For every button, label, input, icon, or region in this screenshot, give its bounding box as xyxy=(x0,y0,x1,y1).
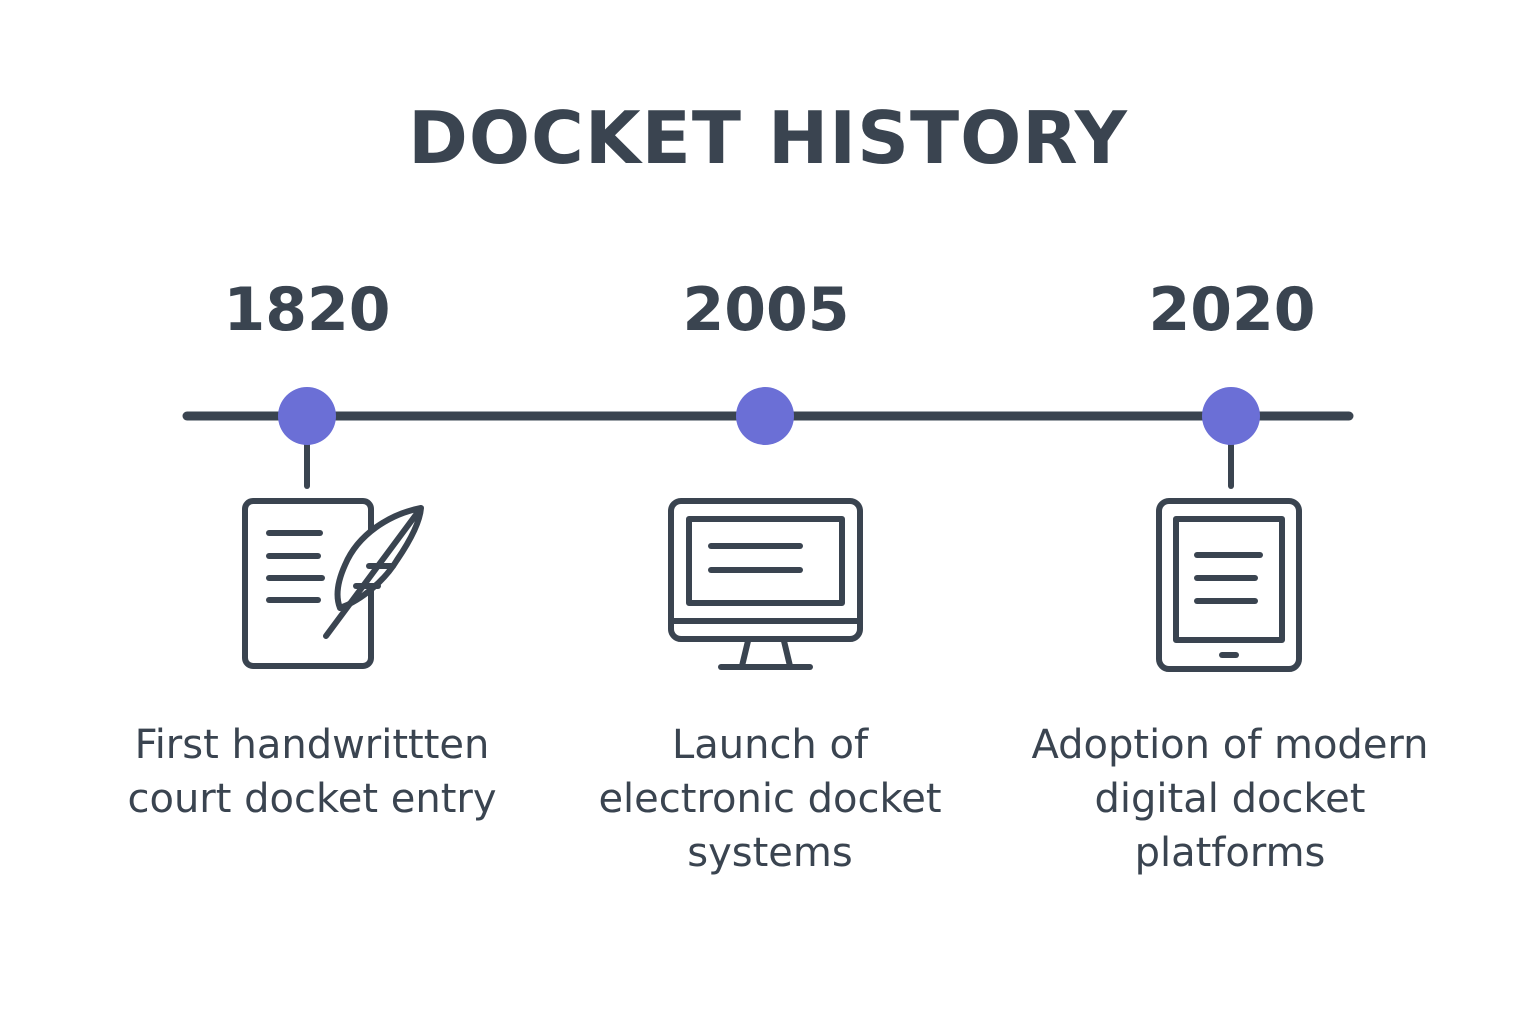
event-description-1820: First handwrittten court docket entry xyxy=(92,718,532,826)
event-description-line: Launch of xyxy=(671,722,869,768)
timeline-marker-2005 xyxy=(736,387,794,445)
event-year-1820: 1820 xyxy=(223,275,391,345)
timeline-marker-1820 xyxy=(278,387,336,445)
event-description-line: Adoption of modern xyxy=(1031,722,1429,768)
event-description-line: electronic docket xyxy=(598,776,942,822)
timeline-marker-2020 xyxy=(1202,387,1260,445)
handwritten-document-quill-icon xyxy=(242,498,424,669)
event-description-2005: Launch of electronic docket systems xyxy=(550,718,990,880)
event-description-line: digital docket xyxy=(1094,776,1366,822)
event-description-2020: Adoption of modern digital docket platfo… xyxy=(1010,718,1450,880)
event-description-line: court docket entry xyxy=(127,776,497,822)
page-title: DOCKET HISTORY xyxy=(408,96,1128,180)
desktop-monitor-icon xyxy=(668,498,863,670)
tablet-icon xyxy=(1156,498,1302,672)
event-description-line: First handwrittten xyxy=(134,722,490,768)
event-year-2005: 2005 xyxy=(682,275,850,345)
event-year-2020: 2020 xyxy=(1148,275,1316,345)
event-description-line: systems xyxy=(687,830,853,876)
event-description-line: platforms xyxy=(1134,830,1326,876)
